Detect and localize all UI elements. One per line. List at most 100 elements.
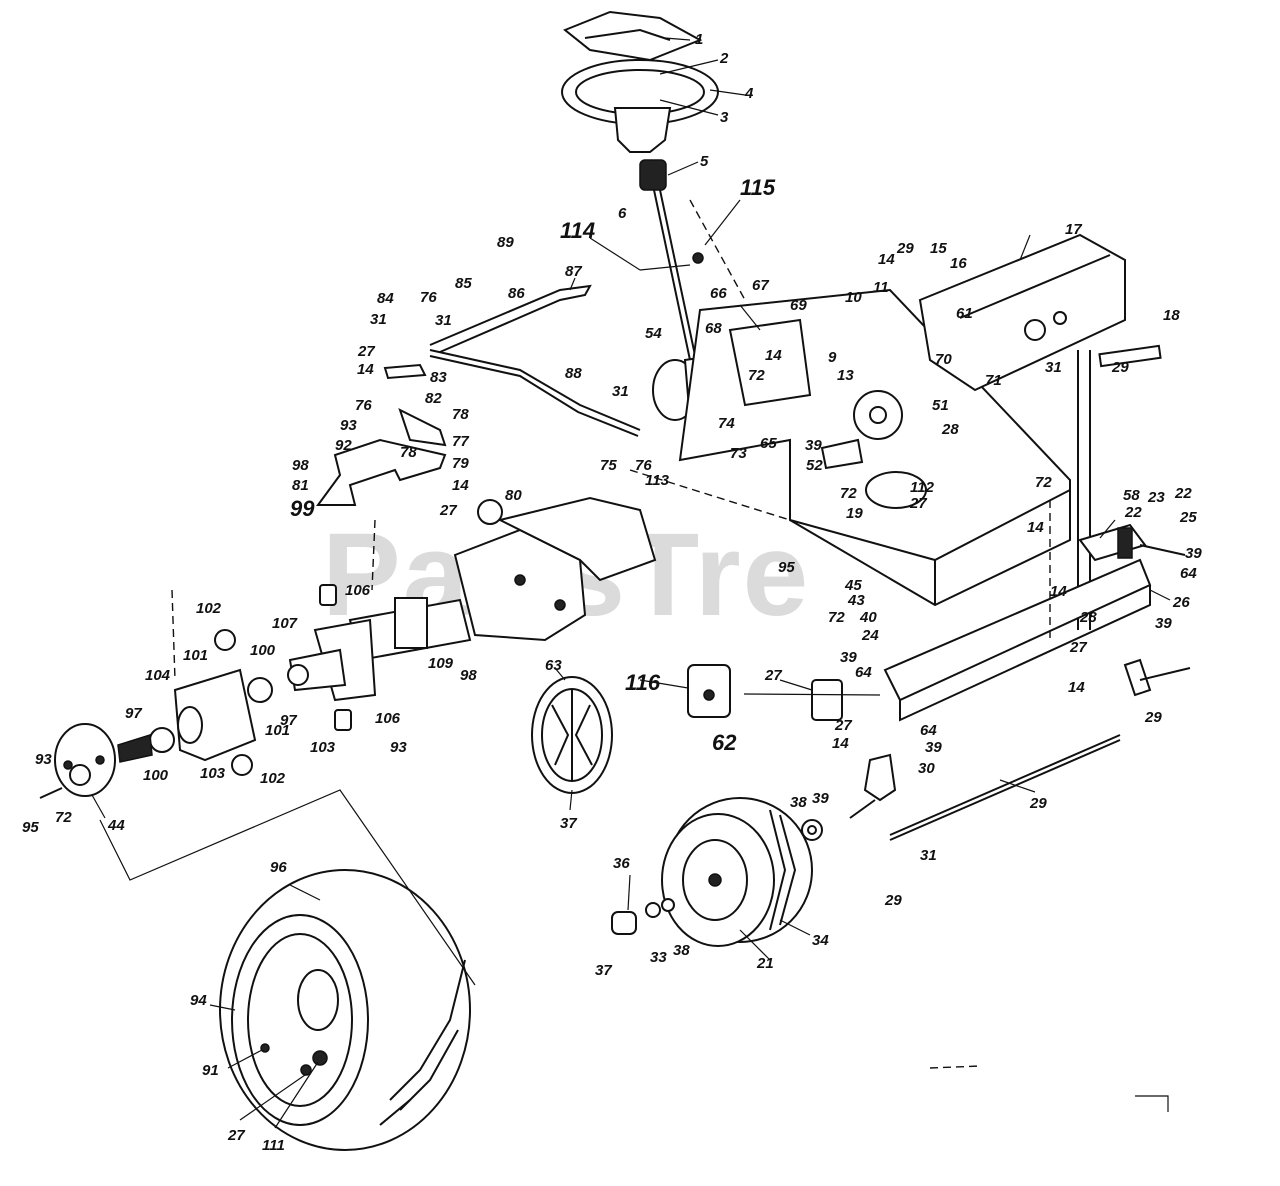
label-45: 43 bbox=[847, 592, 865, 609]
label-58b: 22 bbox=[1174, 485, 1192, 502]
label-69: 69 bbox=[790, 297, 807, 314]
label-14a: 14 bbox=[357, 361, 374, 378]
drag-link-88 bbox=[429, 349, 641, 431]
washer-35 bbox=[801, 819, 823, 841]
label-5: 5 bbox=[700, 153, 709, 170]
label-95: 93 bbox=[35, 751, 52, 768]
label-35a: 38 bbox=[790, 794, 807, 811]
label-83: 83 bbox=[430, 369, 447, 386]
label-31d: 31 bbox=[1045, 359, 1062, 376]
leader-lines bbox=[91, 37, 1171, 1129]
label-29c: 29 bbox=[1144, 709, 1162, 726]
label-11: 11 bbox=[873, 279, 889, 296]
label-89: 89 bbox=[497, 234, 514, 251]
label-76a: 76 bbox=[420, 289, 437, 306]
label-28b: 28 bbox=[1079, 609, 1097, 626]
wheel-cover bbox=[531, 676, 613, 794]
label-111: 111 bbox=[262, 1137, 285, 1154]
frame-member-17 bbox=[918, 233, 1126, 392]
label-54: 54 bbox=[645, 325, 662, 342]
label-66: 66 bbox=[710, 285, 727, 302]
label-102b: 102 bbox=[260, 770, 286, 787]
label-39e: 39 bbox=[1185, 545, 1202, 562]
label-19: 72 bbox=[1035, 474, 1052, 491]
spindle-26 bbox=[1123, 658, 1152, 697]
sprocket-51 bbox=[853, 390, 903, 440]
label-106b: 106 bbox=[375, 710, 401, 727]
bushing-assembly bbox=[687, 664, 731, 718]
label-97b: 97 bbox=[125, 705, 142, 722]
label-27d: 27 bbox=[909, 495, 927, 512]
label-14e: 14 bbox=[1027, 519, 1044, 536]
axle-tube-end bbox=[394, 597, 428, 649]
label-72b: 95 bbox=[778, 559, 795, 576]
label-14b: 14 bbox=[452, 477, 469, 494]
label-64: 27 bbox=[764, 667, 782, 684]
label-25: 26 bbox=[1172, 594, 1190, 611]
label-29d: 29 bbox=[884, 892, 902, 909]
label-97a: 97 bbox=[280, 712, 297, 729]
steering-wheel-cap bbox=[563, 10, 703, 62]
label-24c: 64 bbox=[1180, 565, 1197, 582]
label-65: 65 bbox=[760, 435, 777, 452]
label-93b: 93 bbox=[390, 739, 407, 756]
label-98a: 98 bbox=[292, 457, 309, 474]
label-38: 36 bbox=[613, 855, 630, 872]
label-76c: 76 bbox=[635, 457, 652, 474]
label-71: 71 bbox=[985, 372, 1002, 389]
bracket-52 bbox=[820, 438, 864, 470]
label-39d: 39 bbox=[812, 790, 829, 807]
label-114: 114 bbox=[560, 218, 595, 243]
label-22: 23 bbox=[1147, 489, 1165, 506]
label-101b: 101 bbox=[265, 722, 290, 739]
label-33: 34 bbox=[812, 932, 829, 949]
sleeve-106 bbox=[334, 709, 352, 731]
label-61: 61 bbox=[956, 305, 973, 322]
label-10: 10 bbox=[845, 289, 862, 306]
label-32: 30 bbox=[918, 760, 935, 777]
label-37a: 37 bbox=[560, 815, 577, 832]
label-15: 15 bbox=[930, 240, 947, 257]
label-18: 18 bbox=[1163, 307, 1180, 324]
rear-rim-91 bbox=[231, 914, 369, 1126]
rear-hub-assembly bbox=[39, 584, 352, 799]
label-30: 29 bbox=[1029, 795, 1047, 812]
spring-23 bbox=[1117, 527, 1133, 559]
label-115: 115 bbox=[740, 175, 776, 200]
label-24a: 64 bbox=[855, 664, 872, 681]
label-84: 84 bbox=[377, 290, 394, 307]
label-91: 94 bbox=[190, 992, 207, 1009]
label-28a: 28 bbox=[941, 421, 959, 438]
label-2: 2 bbox=[719, 50, 729, 67]
drag-link-87 bbox=[429, 284, 592, 353]
label-39c: 39 bbox=[925, 739, 942, 756]
steering-hub bbox=[613, 107, 672, 153]
lug-nut-111 bbox=[312, 1050, 328, 1066]
label-44c: 72 bbox=[840, 485, 857, 502]
label-110: 109 bbox=[428, 655, 454, 672]
label-27f: 27 bbox=[1069, 639, 1087, 656]
front-rim-34 bbox=[682, 839, 748, 921]
label-101a: 101 bbox=[183, 647, 208, 664]
label-51: 51 bbox=[932, 397, 949, 414]
label-86: 86 bbox=[508, 285, 525, 302]
label-1: 1 bbox=[695, 31, 703, 48]
label-17: 17 bbox=[1065, 221, 1082, 238]
label-112: 112 bbox=[910, 479, 935, 496]
label-76b: 76 bbox=[355, 397, 372, 414]
label-74: 74 bbox=[718, 415, 735, 432]
label-24b: 64 bbox=[920, 722, 937, 739]
label-99: 99 bbox=[290, 496, 315, 521]
guide-lines bbox=[99, 199, 1169, 1112]
steering-bushing bbox=[639, 159, 667, 191]
label-106a: 106 bbox=[345, 582, 371, 599]
front-wheel bbox=[611, 797, 813, 947]
bolt-72 bbox=[39, 787, 63, 799]
spring-97 bbox=[117, 734, 153, 763]
label-70: 70 bbox=[935, 351, 952, 368]
seal-100b bbox=[149, 727, 175, 753]
label-62: 62 bbox=[712, 730, 737, 755]
bracket-66 bbox=[728, 318, 812, 407]
label-100a: 100 bbox=[250, 642, 276, 659]
sleeve-106-top bbox=[319, 584, 337, 606]
